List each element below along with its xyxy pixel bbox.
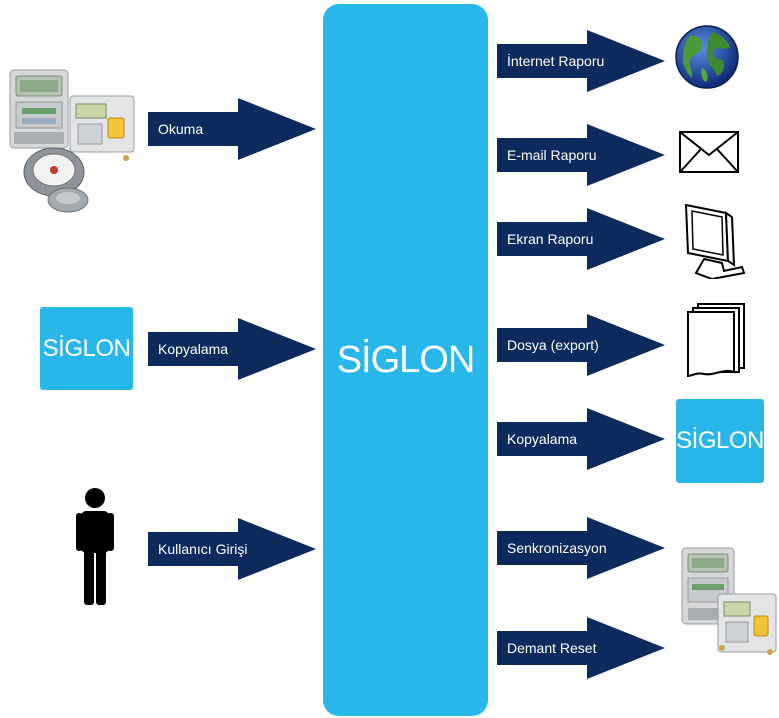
siglon-center-label: SİGLON (336, 338, 476, 381)
siglon-logo-left: SİGLON (40, 307, 133, 390)
arrow-label: İnternet Raporu (507, 53, 605, 69)
meter-devices-right-icon (681, 547, 777, 655)
arrow-label: Okuma (158, 121, 204, 137)
arrow-shape (497, 314, 665, 376)
output-arrow-kopyalama: Kopyalama (497, 408, 665, 470)
person-icon (76, 488, 114, 605)
arrow-shape (497, 408, 665, 470)
meter-devices-icon (9, 69, 135, 213)
document-stack-icon (687, 303, 745, 378)
envelope-icon (679, 131, 739, 173)
arrow-shape (497, 30, 665, 92)
output-arrow-demant-reset: Demant Reset (497, 617, 665, 679)
siglon-center-box: SİGLON (323, 4, 488, 716)
arrow-shape (497, 208, 665, 270)
output-arrow-email-raporu: E-mail Raporu (497, 124, 665, 186)
input-arrow-kullanici-girisi: Kullanıcı Girişi (148, 518, 316, 580)
arrow-shape (497, 517, 665, 579)
arrow-label: Senkronizasyon (507, 540, 607, 556)
output-arrow-internet-raporu: İnternet Raporu (497, 30, 665, 92)
arrow-shape (148, 318, 316, 380)
arrow-label: Dosya (export) (507, 337, 599, 353)
arrow-shape (497, 124, 665, 186)
arrow-label: Kopyalama (507, 431, 578, 447)
arrow-label: Ekran Raporu (507, 231, 594, 247)
arrow-label: Demant Reset (507, 640, 597, 656)
arrow-shape (148, 518, 316, 580)
output-arrow-senkronizasyon: Senkronizasyon (497, 517, 665, 579)
input-arrow-okuma: Okuma (148, 98, 316, 160)
globe-icon (675, 25, 739, 89)
output-arrow-ekran-raporu: Ekran Raporu (497, 208, 665, 270)
siglon-logo-right: SİGLON (676, 399, 764, 483)
siglon-logo-label: SİGLON (42, 334, 131, 362)
output-arrow-dosya-export: Dosya (export) (497, 314, 665, 376)
arrow-shape (497, 617, 665, 679)
monitor-icon (684, 203, 746, 279)
arrow-label: Kopyalama (158, 341, 229, 357)
input-arrow-kopyalama: Kopyalama (148, 318, 316, 380)
siglon-logo-label: SİGLON (676, 427, 764, 454)
arrow-label: E-mail Raporu (507, 147, 597, 163)
arrow-label: Kullanıcı Girişi (158, 541, 248, 557)
arrow-shape (148, 98, 316, 160)
